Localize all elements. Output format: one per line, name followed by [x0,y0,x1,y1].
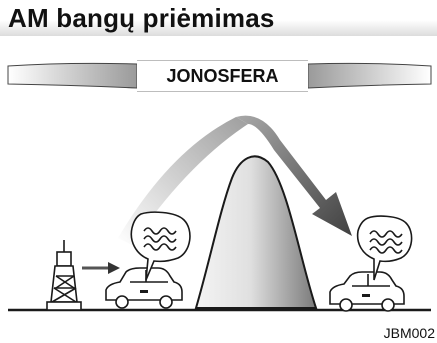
mountain-icon [194,155,318,309]
car-icon [105,267,183,309]
title-bar: AM bangų priėmimas [0,0,437,36]
ground-wave-arrow-icon [82,262,120,274]
speech-bubble-icon [130,211,191,281]
car-icon [329,271,405,312]
antenna-tower-icon [46,240,82,311]
figure-code: JBM002 [383,325,435,341]
ionosphere-label: JONOSFERA [137,60,308,92]
radio-wave-arrow-icon [236,115,352,236]
speech-bubble-icon [356,215,413,281]
ionosphere-band [7,62,432,89]
page-title: AM bangų priėmimas [8,3,275,33]
